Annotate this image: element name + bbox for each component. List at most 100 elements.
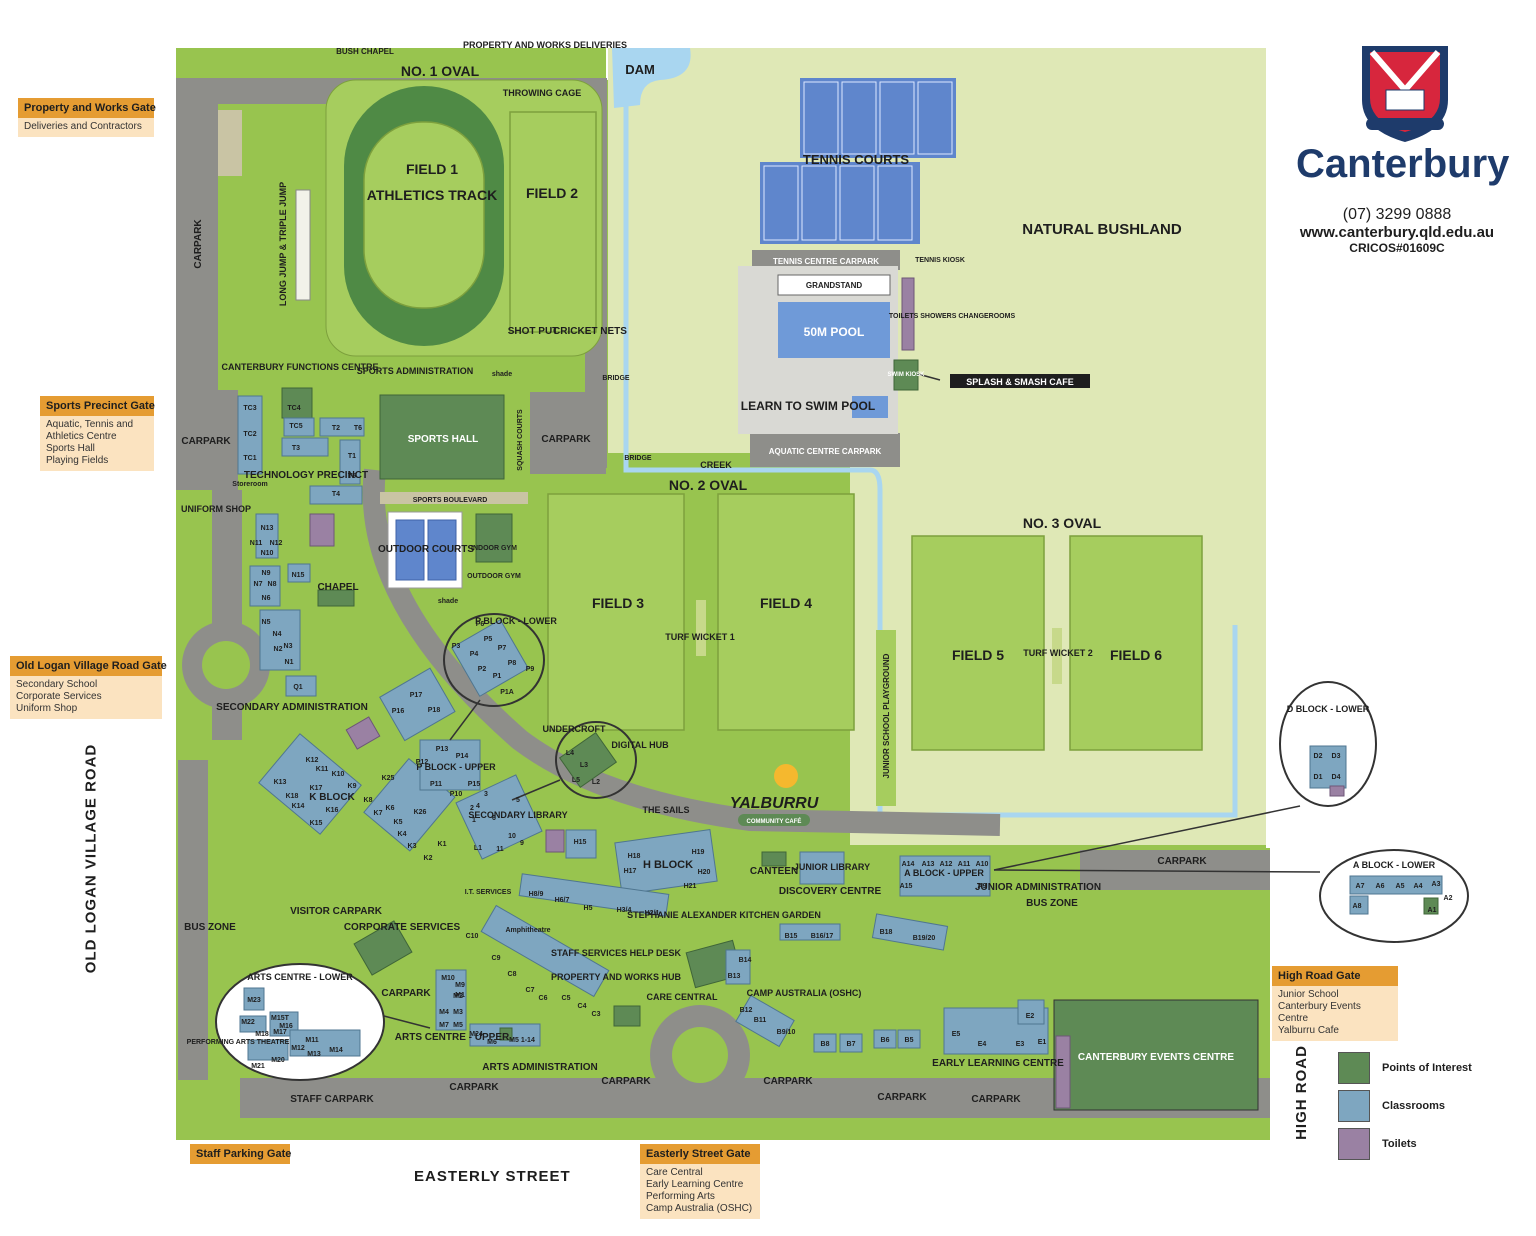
- gate-title: Sports Precinct Gate: [40, 396, 155, 416]
- label-chapel: CHAPEL: [317, 582, 358, 593]
- label-p-block-lower: P BLOCK - LOWER: [475, 616, 557, 626]
- outdoor-court-2: [427, 519, 457, 581]
- label-digital-hub: DIGITAL HUB: [611, 740, 669, 750]
- room-label-e1: E1: [1038, 1039, 1047, 1046]
- room-label-m20: M20: [271, 1057, 285, 1064]
- label-undercroft: UNDERCROFT: [543, 724, 606, 734]
- brand-name: Canterbury: [1296, 142, 1510, 186]
- room-label-tc5: TC5: [289, 423, 302, 430]
- label-amphitheatre: Amphitheatre: [505, 927, 550, 934]
- room-label-n10: N10: [261, 550, 274, 557]
- label-arts-centre-upper: ARTS CENTRE - UPPER: [395, 1032, 510, 1043]
- room-label-t5: T5: [348, 473, 356, 480]
- label-bus-zone-junior: BUS ZONE: [1026, 898, 1078, 909]
- label-no1-oval: NO. 1 OVAL: [401, 63, 480, 79]
- staff-carpark: [240, 1085, 430, 1117]
- room-label-11: 11: [496, 846, 504, 853]
- room-label-a4: A4: [1414, 883, 1423, 890]
- room-label-m2: M2: [453, 993, 463, 1000]
- room-label-h3-4: H3/4: [617, 907, 632, 914]
- long-jump-pit: [295, 189, 311, 301]
- room-label-m12: M12: [291, 1045, 305, 1052]
- room-label-n4: N4: [273, 631, 282, 638]
- room-label-p13: P13: [436, 746, 449, 753]
- label-the-sails: THE SAILS: [642, 805, 689, 815]
- room-label-a15: A15: [900, 883, 913, 890]
- label-discovery-centre: DISCOVERY CENTRE: [779, 886, 882, 897]
- room-label-p3: P3: [452, 643, 461, 650]
- label-carpark-arts: CARPARK: [381, 988, 431, 999]
- label-cricket-nets: CRICKET NETS: [553, 326, 627, 337]
- room-label-h20: H20: [698, 869, 711, 876]
- gate-property-works: Property and Works Gate Deliveries and C…: [18, 98, 156, 137]
- room-label-c3: C3: [592, 1011, 601, 1018]
- room-label-1: 1: [472, 817, 476, 824]
- label-storeroom: Storeroom: [232, 481, 267, 488]
- gate-staff-parking: Staff Parking Gate: [190, 1144, 291, 1164]
- p-block-lower-rooms: [451, 619, 529, 697]
- carpark-sports: [530, 392, 606, 474]
- field-1: [363, 121, 485, 309]
- label-outdoor-courts: OUTDOOR COURTS: [378, 544, 474, 555]
- label-athletics-track: ATHLETICS TRACK: [367, 187, 497, 203]
- gate-details: Deliveries and Contractors: [18, 118, 154, 137]
- room-label-l1: L1: [474, 845, 482, 852]
- carpark-west: [176, 390, 238, 490]
- room-label-p9: P9: [526, 666, 535, 673]
- room-label-n13: N13: [261, 525, 274, 532]
- label-care-central: CARE CENTRAL: [647, 992, 719, 1002]
- label-k-block: K BLOCK: [309, 792, 355, 803]
- room-label-t4: T4: [332, 491, 340, 498]
- room-label-d1: D1: [1314, 774, 1323, 781]
- room-label-k8: K8: [364, 797, 373, 804]
- room-label-e4: E4: [978, 1041, 987, 1048]
- d-block-lower-callout: [1279, 681, 1377, 807]
- swim-kiosk: [893, 359, 919, 391]
- c-block: [480, 904, 610, 998]
- label-turf-wicket-2: TURF WICKET 2: [1023, 648, 1093, 658]
- label-no2-oval: NO. 2 OVAL: [669, 477, 748, 493]
- label-tennis-centre-carpark: TENNIS CENTRE CARPARK: [773, 257, 879, 266]
- label-bush-chapel: BUSH CHAPEL: [336, 47, 394, 56]
- room-label-k11: K11: [316, 766, 329, 773]
- turf-wicket-2: [1052, 628, 1062, 684]
- room-label-9: 9: [520, 840, 524, 847]
- room-label-b6: B6: [881, 1037, 890, 1044]
- room-label-b14: B14: [739, 957, 752, 964]
- legend-toilets: Toilets: [1338, 1128, 1417, 1160]
- website-link[interactable]: www.canterbury.qld.edu.au: [1299, 224, 1495, 241]
- label-bridge-1: BRIDGE: [602, 375, 630, 382]
- room-label-tc1: TC1: [243, 455, 256, 462]
- room-label-b9-10: B9/10: [777, 1029, 796, 1036]
- label-50m-pool: 50M POOL: [804, 325, 865, 339]
- label-field-6: FIELD 6: [1110, 647, 1162, 663]
- room-label-a1: A1: [1428, 907, 1437, 914]
- b5: [897, 1029, 921, 1049]
- label-tennis-courts: TENNIS COURTS: [803, 152, 910, 167]
- room-label-h6-7: H6/7: [555, 897, 570, 904]
- room-label-p18: P18: [428, 707, 441, 714]
- room-label-d4: D4: [1332, 774, 1341, 781]
- room-label-q1: Q1: [293, 684, 302, 691]
- phone-number: (07) 3299 0888: [1342, 206, 1452, 223]
- label-property-hub: PROPERTY AND WORKS HUB: [551, 972, 682, 982]
- q1: [285, 675, 317, 697]
- room-label-a8: A8: [1353, 903, 1362, 910]
- room-label-k5: K5: [394, 819, 403, 826]
- label-performing-arts: PERFORMING ARTS THEATRE: [187, 1039, 290, 1046]
- room-label-m22: M22: [241, 1019, 255, 1026]
- room-label-m23: M23: [247, 997, 261, 1004]
- room-label-p1: P1: [493, 673, 502, 680]
- toilets-k: [345, 716, 381, 750]
- label-grandstand: GRANDSTAND: [806, 281, 863, 290]
- label-bus-zone-west: BUS ZONE: [184, 922, 236, 933]
- room-label-n15: N15: [292, 572, 305, 579]
- label-uniform-shop: UNIFORM SHOP: [181, 504, 251, 514]
- chapel: [317, 589, 355, 607]
- field-4: [717, 493, 855, 731]
- arts-admin: [499, 1027, 513, 1041]
- room-label-c8: C8: [508, 971, 517, 978]
